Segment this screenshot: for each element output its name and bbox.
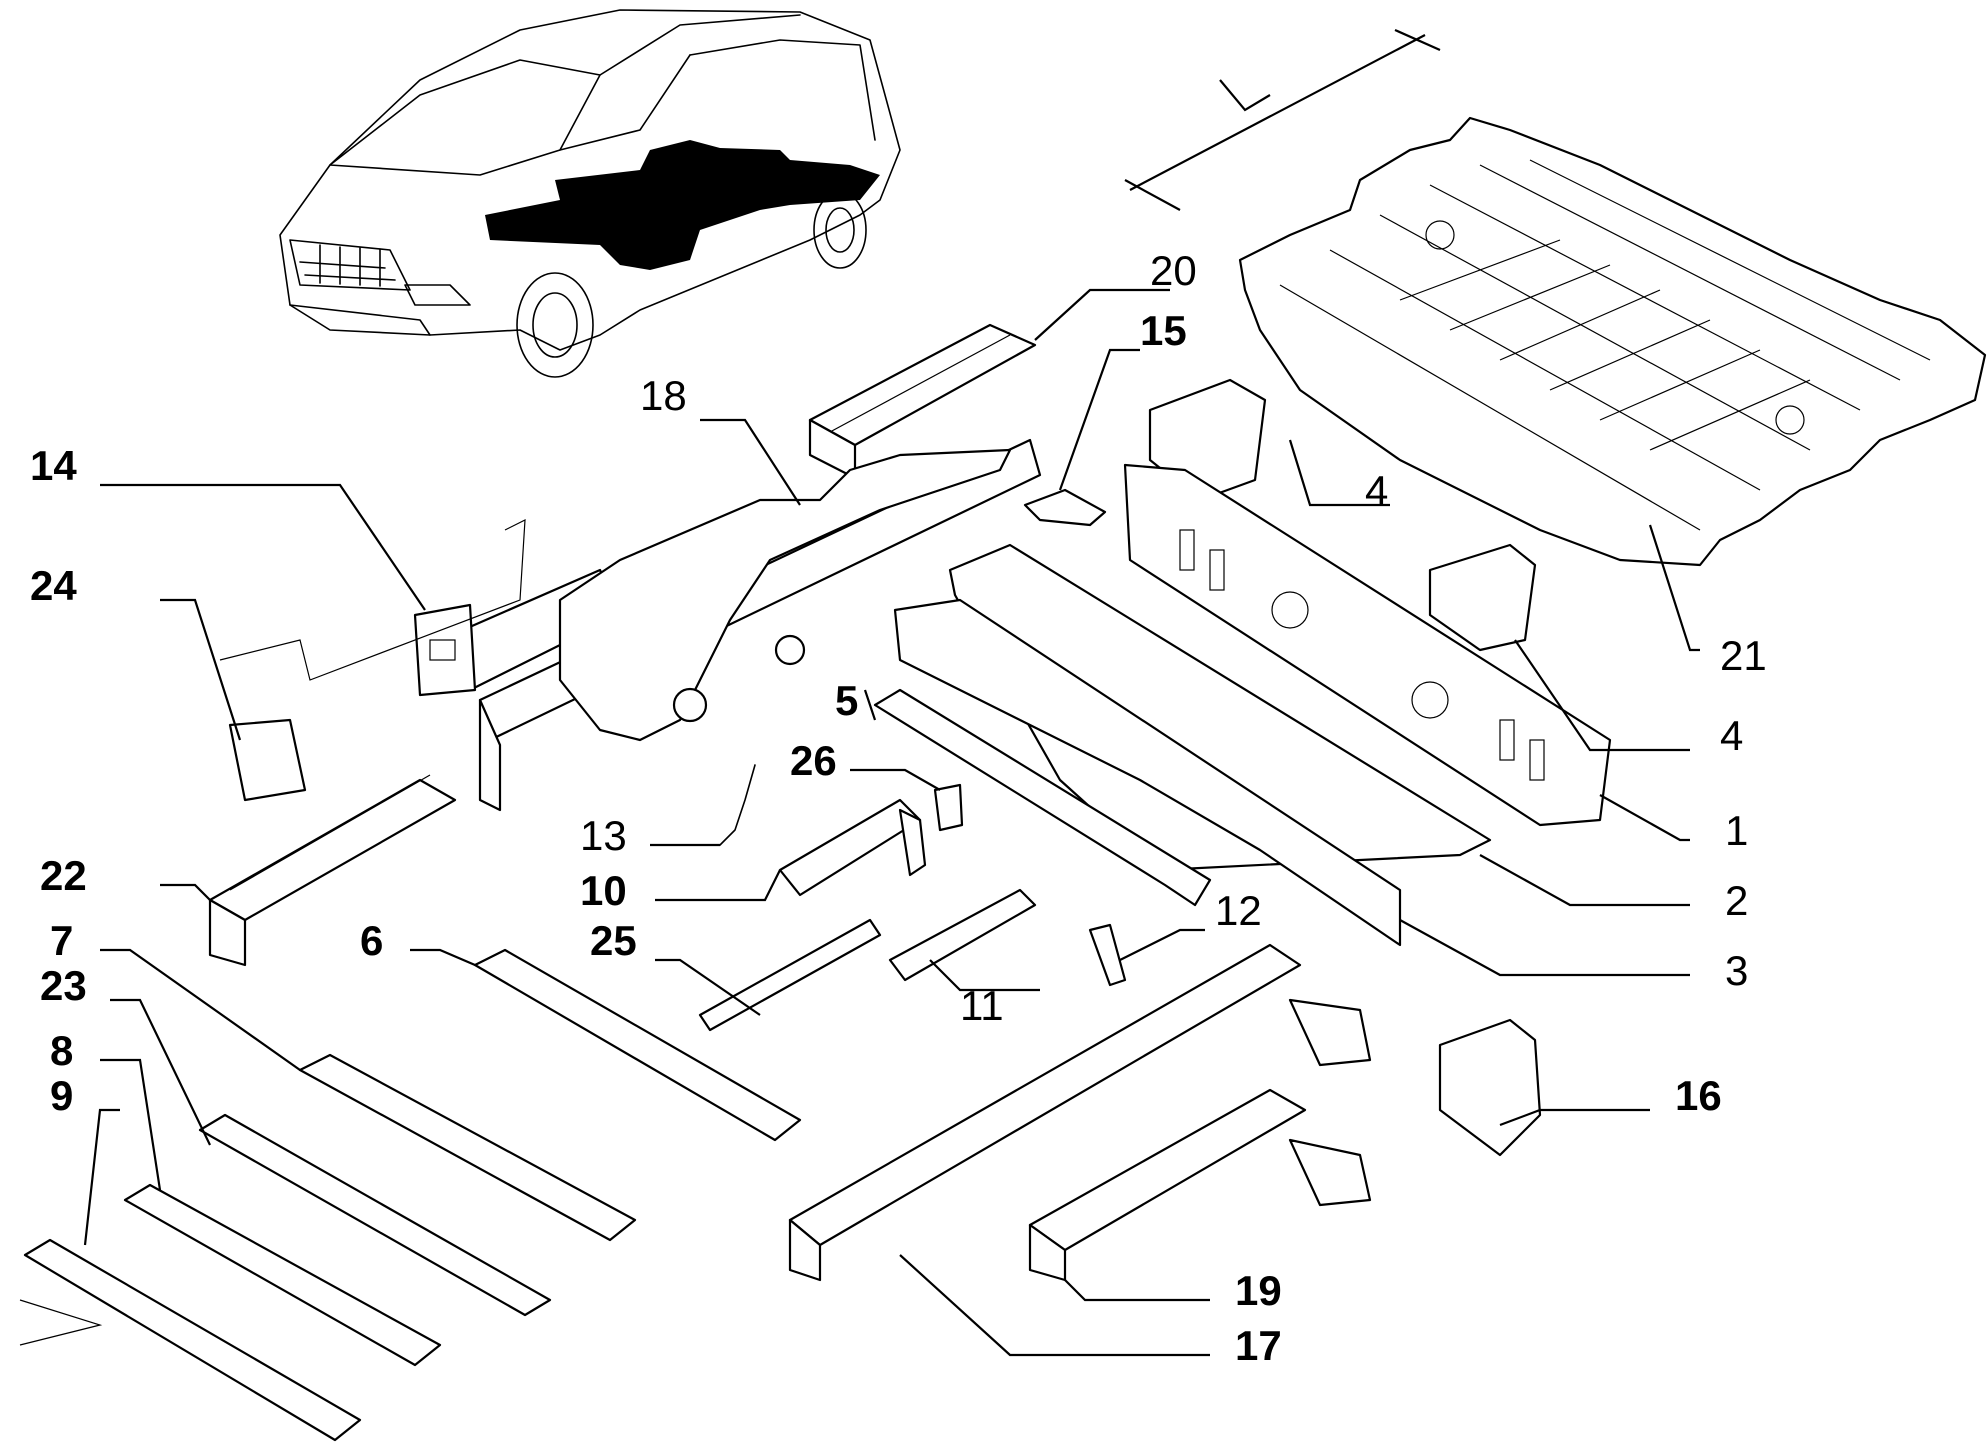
- callout-8: 8: [50, 1027, 73, 1074]
- part-24-bracket: [219, 518, 526, 802]
- callout-24: 24: [30, 562, 77, 609]
- part-16-bracket: [1438, 1018, 1542, 1157]
- part-18-front-frame: [438, 438, 1042, 812]
- callout-4-lower: 4: [1720, 712, 1743, 759]
- callout-4-upper: 4: [1365, 467, 1388, 514]
- callout-17: 17: [1235, 1322, 1282, 1369]
- part-22-member: [208, 774, 457, 967]
- floor-highlight-silhouette: [485, 140, 880, 270]
- callout-18: 18: [640, 372, 687, 419]
- callout-9: 9: [50, 1072, 73, 1119]
- callout-20: 20: [1150, 247, 1197, 294]
- part-12-clip: [1088, 923, 1127, 987]
- callout-15: 15: [1140, 307, 1187, 354]
- callout-labels: 1 2 3 4 4 5 6 7 8 9 10 11 12 13 14 15 16…: [30, 247, 1767, 1369]
- callout-2: 2: [1725, 877, 1748, 924]
- callout-19: 19: [1235, 1267, 1282, 1314]
- part-13-wire: [719, 764, 756, 846]
- callout-21: 21: [1720, 632, 1767, 679]
- van-overview-illustration: [279, 9, 901, 378]
- callout-11: 11: [960, 982, 1004, 1029]
- part-23-member: [198, 1113, 552, 1317]
- part-19-member: [1028, 1088, 1372, 1282]
- callout-13: 13: [580, 812, 627, 859]
- callout-26: 26: [790, 737, 837, 784]
- part-25-member: [698, 918, 882, 1032]
- callout-7: 7: [50, 917, 73, 964]
- part-26-clip: [933, 783, 964, 832]
- callout-1: 1: [1725, 807, 1748, 854]
- part-8-member: [123, 1183, 442, 1367]
- callout-22: 22: [40, 852, 87, 899]
- part-15-clip: [1023, 488, 1107, 527]
- callout-6: 6: [360, 917, 383, 964]
- part-5-member: [873, 688, 1212, 907]
- rear-floor-panel: [1238, 116, 1987, 567]
- part-7-member: [298, 1053, 637, 1242]
- dimension-indicator: [1124, 28, 1441, 211]
- part-10-bracket: [778, 798, 927, 897]
- part-11-bracket: [888, 888, 1037, 982]
- part-14-bracket: [413, 603, 477, 697]
- callout-5: 5: [835, 677, 858, 724]
- callout-10: 10: [580, 867, 627, 914]
- callout-12: 12: [1215, 887, 1262, 934]
- callout-23: 23: [40, 962, 87, 1009]
- part-4-brackets: [1148, 378, 1537, 652]
- part-17-side-member: [788, 943, 1372, 1282]
- callout-14: 14: [30, 442, 77, 489]
- callout-25: 25: [590, 917, 637, 964]
- callout-16: 16: [1675, 1072, 1722, 1119]
- leader-lines: [83, 288, 1700, 1357]
- part-9-member: [19, 1238, 362, 1442]
- part-1-crossmember: [1123, 463, 1612, 827]
- part-3-member: [893, 598, 1402, 947]
- part-6-member: [473, 948, 802, 1142]
- callout-3: 3: [1725, 947, 1748, 994]
